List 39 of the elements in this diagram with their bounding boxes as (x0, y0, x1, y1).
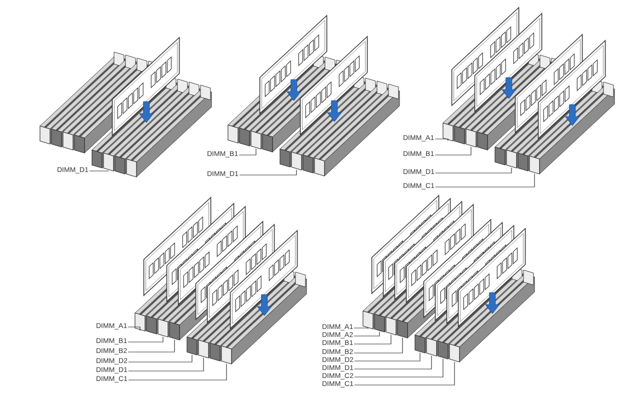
leader-line (435, 173, 535, 188)
leader-line (128, 336, 164, 342)
slot-end (397, 320, 408, 338)
slot-end (529, 156, 540, 174)
slot-end (414, 334, 426, 354)
leader-line (128, 357, 204, 372)
leader-line (354, 328, 368, 329)
slot-end (198, 340, 209, 358)
leader-line (128, 339, 175, 352)
leader-line (354, 331, 380, 336)
leader-line (435, 167, 512, 174)
slot-end (169, 322, 180, 340)
slot-end (374, 314, 385, 332)
leader-line (128, 363, 227, 380)
slot-end (250, 130, 262, 150)
leader-line (354, 334, 392, 344)
slot-end (221, 346, 232, 364)
slot-end (158, 318, 168, 338)
slot-end (386, 316, 396, 336)
slot-end (506, 150, 517, 168)
slot-end (291, 152, 302, 170)
slot-end (438, 340, 448, 360)
leader-line (239, 169, 297, 176)
leader-line (354, 358, 444, 378)
leader-line (128, 354, 192, 362)
leader-line (354, 337, 403, 354)
leader-line (434, 138, 448, 141)
slot-end (186, 336, 198, 356)
leader-line (238, 148, 256, 156)
leader-line (89, 170, 109, 172)
leader-line (354, 355, 432, 370)
leader-line (434, 146, 472, 156)
leader-line (354, 352, 420, 362)
slot-end (103, 152, 114, 172)
slot-end (426, 338, 437, 356)
leader-line (354, 361, 455, 386)
slot-end (466, 128, 476, 148)
leader-line (128, 326, 140, 331)
slot-end (449, 344, 460, 362)
